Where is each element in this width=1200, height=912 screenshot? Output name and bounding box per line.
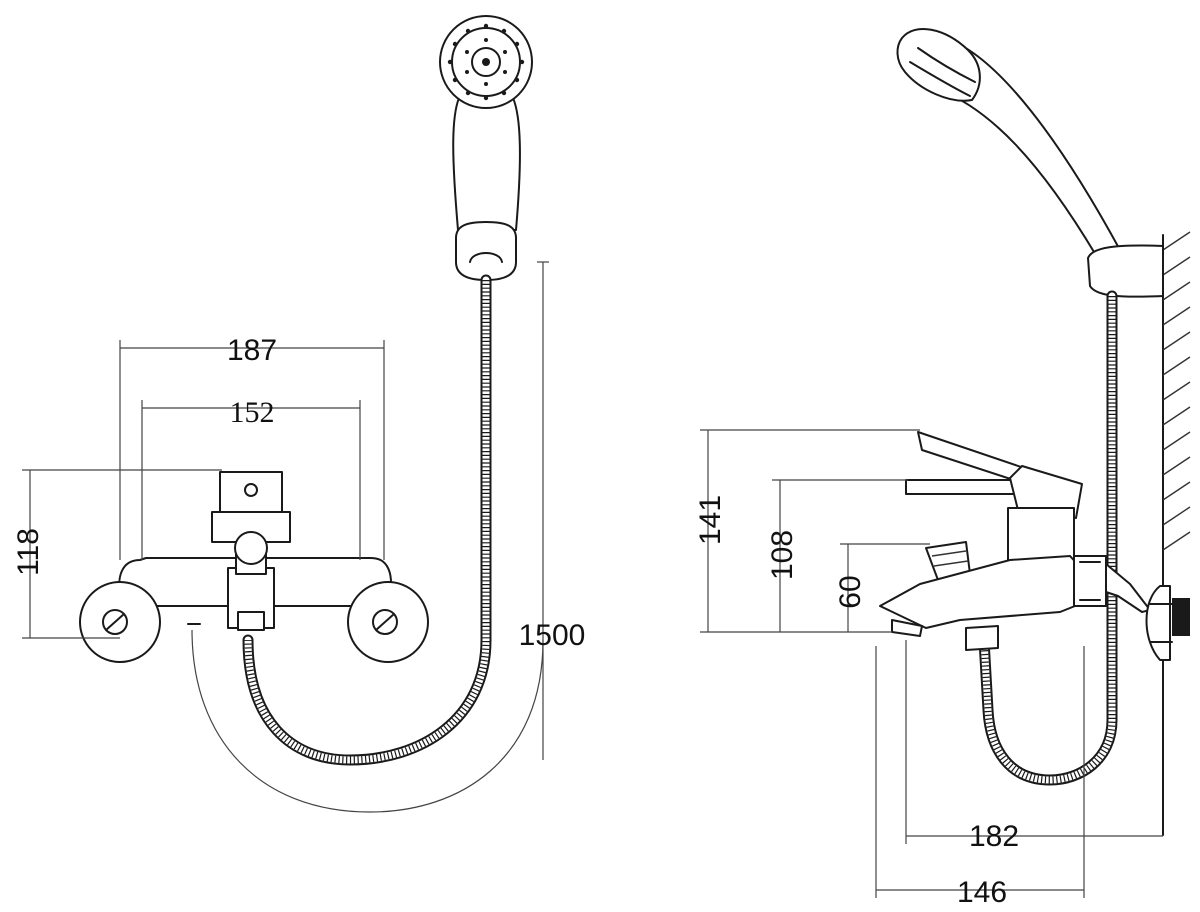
shower-head-side — [896, 27, 1164, 298]
dim-depth-overall: 182 — [969, 820, 1019, 853]
wall — [1162, 231, 1191, 836]
dim-width-centers: 152 — [230, 396, 275, 429]
front-dimension-lines — [22, 261, 549, 813]
side-view: 141 108 60 182 146 — [694, 27, 1191, 909]
side-dimension-lines — [700, 429, 1163, 898]
front-view: 187 152 118 1500 — [12, 15, 586, 813]
dim-height-lever: 141 — [694, 495, 727, 545]
spray-nozzles — [447, 23, 525, 101]
dim-depth-spout: 146 — [957, 876, 1007, 909]
hose-front — [242, 274, 492, 766]
dim-height-spout: 60 — [834, 575, 867, 608]
hose-side — [978, 290, 1118, 786]
dim-height-front: 118 — [12, 528, 45, 576]
dim-hose-length: 1500 — [519, 619, 586, 652]
dim-width-overall: 187 — [227, 334, 277, 367]
shower-head-front — [439, 15, 533, 281]
mixer-body-side — [879, 431, 1190, 661]
mixer-body-front — [79, 471, 429, 663]
dim-height-body: 108 — [766, 530, 799, 580]
